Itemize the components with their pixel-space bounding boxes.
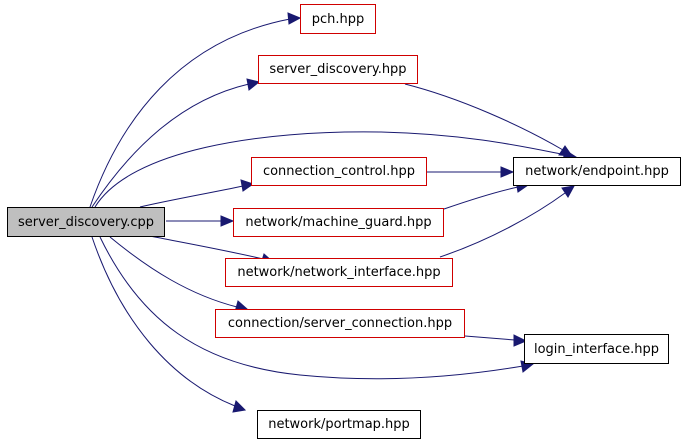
arrowhead-cpp-to-server-discovery-hpp (246, 78, 261, 91)
edge-cpp-to-connection-control (139, 185, 244, 208)
node-network-network-interface-hpp[interactable]: network/network_interface.hpp (225, 258, 453, 287)
arrowhead-network-interface-to-endpoint (561, 185, 575, 198)
edge-cpp-to-network-interface (149, 235, 264, 260)
arrowhead-cpp-to-connection-control (240, 179, 255, 192)
arrowhead-server-discovery-hpp-to-endpoint (558, 145, 574, 157)
node-network-endpoint-hpp[interactable]: network/endpoint.hpp (513, 157, 681, 186)
node-pch-hpp[interactable]: pch.hpp (300, 4, 376, 34)
node-network-machine-guard-hpp[interactable]: network/machine_guard.hpp (233, 208, 444, 237)
edge-server-discovery-hpp-to-endpoint (404, 83, 564, 151)
node-connection-server-connection-hpp[interactable]: connection/server_connection.hpp (215, 309, 465, 338)
node-login-interface-hpp[interactable]: login_interface.hpp (524, 334, 669, 364)
arrowhead-cpp-to-portmap (232, 400, 247, 413)
arrowhead-cpp-to-pch (287, 12, 302, 25)
node-network-portmap-hpp[interactable]: network/portmap.hpp (257, 410, 421, 439)
edge-machine-guard-to-endpoint (443, 186, 519, 210)
edge-cpp-to-server-discovery-hpp (91, 83, 250, 208)
node-server-discovery-hpp[interactable]: server_discovery.hpp (258, 55, 418, 84)
node-server-discovery-cpp[interactable]: server_discovery.cpp (7, 207, 165, 237)
edge-network-interface-to-endpoint (439, 192, 566, 258)
arrowhead-cpp-to-machine-guard (220, 215, 235, 227)
edge-cpp-to-server-connection (109, 236, 238, 308)
edge-cpp-to-portmap (91, 236, 236, 407)
edge-cpp-to-pch (89, 18, 291, 208)
arrowhead-connection-control-to-endpoint (500, 166, 515, 178)
arrowhead-server-connection-to-login-interface (513, 334, 528, 347)
node-connection-control-hpp[interactable]: connection_control.hpp (251, 157, 427, 186)
edge-cpp-to-endpoint (94, 131, 567, 208)
edge-server-connection-to-login-interface (464, 335, 516, 341)
edge-cpp-to-login-interface (99, 236, 524, 380)
